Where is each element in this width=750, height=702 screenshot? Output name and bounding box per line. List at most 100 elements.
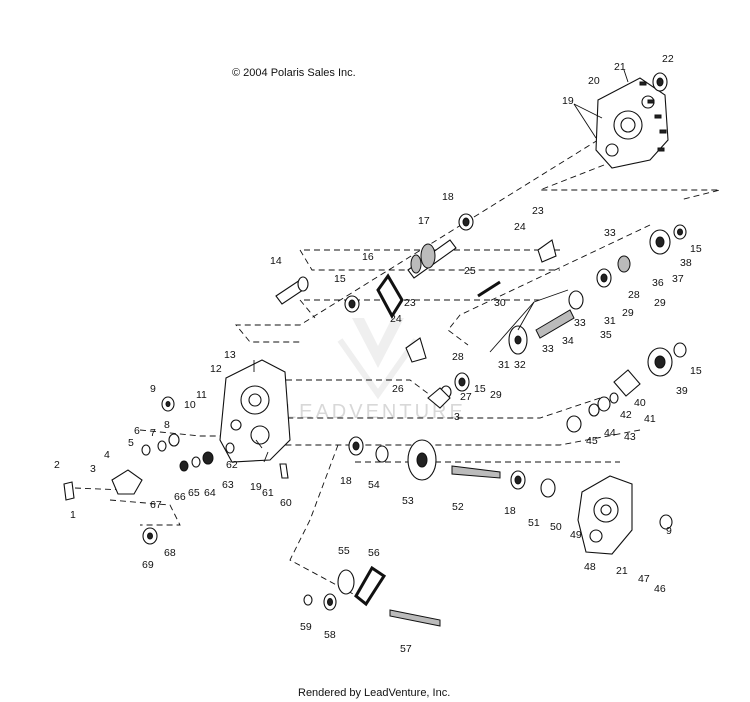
callout-2: 2 [54, 459, 60, 471]
bearing-18b [348, 436, 364, 456]
callout-23b: 23 [404, 297, 416, 309]
callout-29a: 29 [490, 389, 502, 401]
gear-32 [508, 325, 528, 355]
shaft-34 [535, 309, 575, 339]
bearing-45 [566, 415, 582, 433]
callout-46: 46 [654, 583, 666, 595]
bearing-18c [510, 470, 526, 490]
callout-58: 58 [324, 629, 336, 641]
callout-57: 57 [400, 643, 412, 655]
callout-20: 20 [588, 75, 600, 87]
input-shaft-17 [407, 239, 457, 279]
seal-9a [161, 396, 175, 412]
chain-56 [354, 565, 387, 607]
rear-cover-20 [595, 77, 669, 169]
cover-26 [427, 387, 451, 409]
callout-60: 60 [280, 497, 292, 509]
callout-33b: 33 [574, 317, 586, 329]
callout-34: 34 [562, 335, 574, 347]
callout-31a: 31 [498, 359, 510, 371]
callout-45: 45 [586, 435, 598, 447]
callout-62: 62 [226, 459, 238, 471]
callout-64: 64 [204, 487, 216, 499]
callout-50: 50 [550, 521, 562, 533]
shaft-52 [451, 465, 501, 479]
callout-65: 65 [188, 487, 200, 499]
callout-61: 61 [262, 487, 274, 499]
callout-15d: 15 [474, 383, 486, 395]
callout-33c: 33 [604, 227, 616, 239]
callout-28b: 28 [628, 289, 640, 301]
chain-16 [376, 273, 404, 319]
callout-10: 10 [184, 399, 196, 411]
bearing-15a [344, 295, 360, 313]
washer-54 [375, 445, 389, 463]
callout-44: 44 [604, 427, 616, 439]
callout-43: 43 [624, 431, 636, 443]
sensor-1 [63, 481, 75, 501]
gear-37 [649, 229, 671, 255]
callout-15b: 15 [690, 243, 702, 255]
callout-29b: 29 [622, 307, 634, 319]
leader-lines [253, 69, 629, 463]
bearing-22 [652, 72, 668, 92]
callout-51: 51 [528, 517, 540, 529]
callout-56: 56 [368, 547, 380, 559]
bearing-58 [323, 593, 337, 611]
shaft-57 [389, 609, 441, 627]
callout-49: 49 [570, 529, 582, 541]
callout-39: 39 [676, 385, 688, 397]
callout-48: 48 [584, 561, 596, 573]
callout-36: 36 [652, 277, 664, 289]
callout-numbers: 1 2 3 4 5 6 7 8 9 10 11 12 13 14 15 16 1… [54, 53, 702, 655]
callout-21b: 21 [616, 565, 628, 577]
callout-63: 63 [222, 479, 234, 491]
callout-15c: 15 [690, 365, 702, 377]
callout-19b: 19 [250, 481, 262, 493]
callout-21a: 21 [614, 61, 626, 73]
sprocket-53 [407, 439, 437, 481]
shift-fork-24b [405, 337, 427, 363]
callout-18a: 18 [442, 191, 454, 203]
washers-41-44 [588, 392, 619, 417]
callout-35: 35 [600, 329, 612, 341]
callout-30: 30 [494, 297, 506, 309]
main-housing-12 [219, 359, 291, 463]
callout-3b: 3 [454, 411, 460, 423]
callout-25: 25 [464, 265, 476, 277]
plug-60 [279, 463, 289, 479]
callout-24a: 24 [514, 221, 526, 233]
callout-53: 53 [402, 495, 414, 507]
callout-37: 37 [672, 273, 684, 285]
right-housing-48 [577, 475, 633, 555]
callout-16: 16 [362, 251, 374, 263]
gear-35 [568, 290, 584, 310]
small-parts-62-66 [179, 442, 235, 472]
callout-15a: 15 [334, 273, 346, 285]
bearing-18a [458, 213, 474, 231]
gear-28a [596, 268, 612, 288]
callout-38: 38 [680, 257, 692, 269]
shaft-14 [275, 276, 309, 305]
sprocket-55 [337, 569, 355, 595]
callout-42: 42 [620, 409, 632, 421]
callout-24b: 24 [390, 313, 402, 325]
callout-59: 59 [300, 621, 312, 633]
shift-fork-24a [537, 239, 557, 263]
callout-40: 40 [634, 397, 646, 409]
callout-7: 7 [150, 427, 156, 439]
bearing-15b [673, 224, 687, 240]
gear-27 [454, 372, 470, 392]
plug-59 [303, 594, 313, 606]
sensor-68 [142, 527, 158, 545]
callout-29c: 29 [654, 297, 666, 309]
callout-18b: 18 [340, 475, 352, 487]
small-parts-5-8 [141, 433, 180, 456]
callout-68: 68 [164, 547, 176, 559]
cover-4 [111, 469, 143, 495]
callout-12: 12 [210, 363, 222, 375]
callout-67: 67 [150, 499, 162, 511]
callout-6: 6 [134, 425, 140, 437]
